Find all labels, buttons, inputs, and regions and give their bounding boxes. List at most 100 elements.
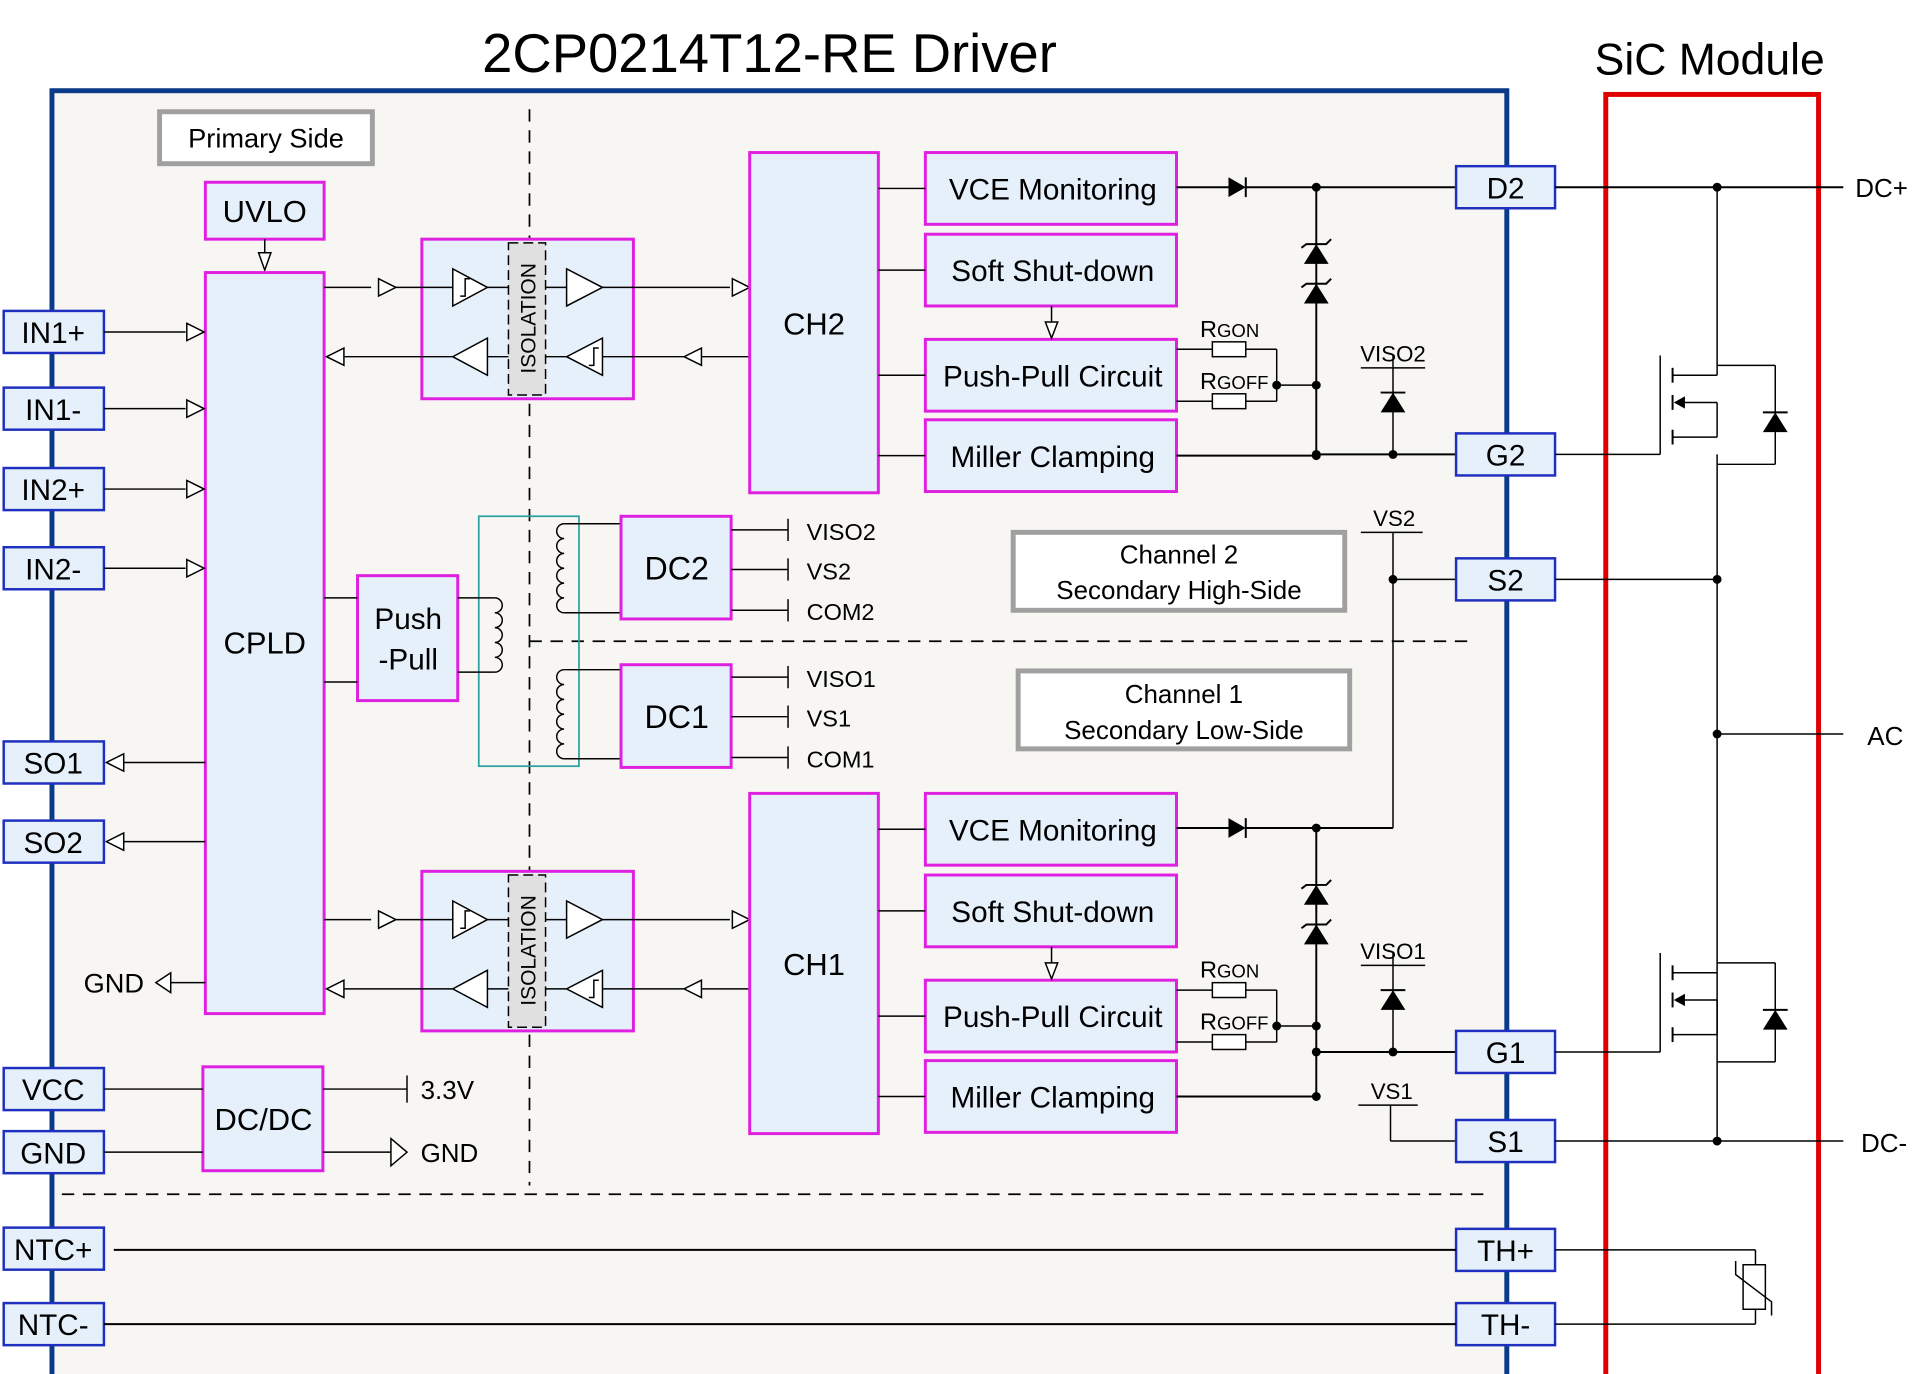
pin-label: IN1- (25, 394, 81, 427)
connector-pin-in1-plus[interactable]: IN1+ (2, 309, 106, 355)
pin-label: D2 (1487, 172, 1525, 205)
push-pull-label-2: -Pull (379, 644, 438, 677)
zener-bar (1300, 879, 1332, 890)
transformer-winding (556, 668, 565, 760)
dc2-block (619, 514, 733, 621)
transformer-winding (494, 597, 503, 673)
pin-box[interactable] (2, 819, 106, 864)
isolation-label: ISOLATION (518, 895, 541, 1006)
pin-label: SO1 (23, 748, 82, 781)
arrow-left-icon (682, 346, 703, 367)
pin-box[interactable] (2, 1301, 106, 1347)
zener-diode-icon (1303, 924, 1329, 945)
function-block-label: VCE Monitoring (949, 814, 1157, 847)
connector-pin-vcc[interactable]: VCC (2, 1066, 106, 1112)
connector-pin-s1[interactable]: S1 (1454, 1118, 1557, 1164)
dcdc-gnd-label: GND (421, 1138, 479, 1168)
thermistor-slash (1734, 1261, 1773, 1316)
channel1-note (1015, 668, 1353, 752)
channel2-note (1010, 529, 1348, 613)
pin-label: S2 (1487, 565, 1523, 598)
pin-label: NTC- (18, 1309, 89, 1342)
pin-box[interactable] (2, 1066, 106, 1112)
connector-pin-th-plus[interactable]: TH+ (1454, 1227, 1557, 1273)
connector-pin-th-minus[interactable]: TH- (1454, 1301, 1557, 1347)
isolation-bar (507, 242, 547, 396)
uvlo-block (203, 180, 326, 241)
diode-icon (1762, 1009, 1788, 1030)
zener-bar (1300, 918, 1332, 930)
connector-pin-ntc-minus[interactable]: NTC- (2, 1301, 106, 1347)
connector-pin-so2[interactable]: SO2 (2, 819, 106, 864)
rgon-label: RGON (1200, 957, 1259, 983)
rgon-label: RGON (1200, 316, 1259, 342)
transformer-winding (556, 522, 565, 614)
connector-pin-g1[interactable]: G1 (1454, 1029, 1557, 1075)
pin-box[interactable] (1454, 164, 1557, 210)
junction-dot (1712, 1136, 1722, 1146)
primary-push-pull-block (356, 574, 460, 703)
ch2-push-pull-circuit-block: Push-Pull Circuit (878, 337, 1178, 413)
function-block (923, 337, 1178, 413)
hysteresis-icon (460, 910, 471, 929)
connector-pin-in2-plus[interactable]: IN2+ (2, 466, 106, 512)
pin-label: G1 (1486, 1037, 1526, 1070)
pin-box[interactable] (2, 740, 106, 785)
pin-box[interactable] (2, 1129, 106, 1175)
pin-label: GND (20, 1137, 86, 1170)
connector-pin-in2-minus[interactable]: IN2- (2, 545, 106, 591)
arrow-icon (257, 252, 272, 273)
ch2-label: CH2 (783, 306, 845, 341)
dc1-label: DC1 (645, 699, 709, 735)
connector-pin-ntc-plus[interactable]: NTC+ (2, 1226, 106, 1271)
connector-pin-d2[interactable]: D2 (1454, 164, 1557, 210)
ch1-soft-shut-down-block: Soft Shut-down (878, 873, 1178, 949)
junction-dot (1712, 574, 1722, 584)
transformer-outline (477, 515, 580, 768)
ch1-vce-monitoring-block: VCE Monitoring (878, 791, 1178, 867)
connector-pin-in1-minus[interactable]: IN1- (2, 386, 106, 431)
arrow-left-icon (104, 831, 125, 852)
arrow-left-icon (324, 346, 345, 367)
pin-box[interactable] (2, 1226, 106, 1271)
function-block-label: Miller Clamping (950, 1082, 1155, 1115)
arrow-down-icon (1044, 962, 1059, 982)
pin-box[interactable] (2, 545, 106, 591)
pin-box[interactable] (1454, 1029, 1557, 1075)
hysteresis-icon (588, 979, 599, 999)
pin-label: S1 (1487, 1126, 1523, 1159)
buffer-icon (565, 899, 605, 940)
connector-pin-s2[interactable]: S2 (1454, 557, 1557, 602)
channel2-note-line1: Channel 2 (1120, 539, 1238, 569)
v33-label: 3.3V (421, 1075, 475, 1105)
function-block-label: Soft Shut-down (951, 255, 1154, 288)
ch1-label: CH1 (783, 947, 845, 982)
primary-side-label: Primary Side (188, 123, 344, 154)
function-block (923, 1059, 1178, 1134)
arrow-right-icon (377, 909, 398, 930)
connector-pin-g2[interactable]: G2 (1454, 432, 1557, 477)
vs2-label: VS2 (1373, 506, 1415, 531)
driver-title: 2CP0214T12-RE Driver (482, 23, 1057, 84)
zener-diode-icon (1303, 244, 1329, 264)
pin-label: G2 (1486, 440, 1526, 473)
clamp-label-viso2: VISO2 (1360, 342, 1426, 367)
connector-pin-so1[interactable]: SO1 (2, 740, 106, 785)
pin-box[interactable] (2, 386, 106, 431)
dcdc-label: DC/DC (215, 1102, 313, 1137)
rail-label-vs1: VS1 (807, 706, 851, 732)
connector-pin-gnd[interactable]: GND (2, 1129, 106, 1175)
pin-label: IN2- (25, 553, 81, 586)
pin-box[interactable] (1454, 1118, 1557, 1164)
pin-box[interactable] (2, 309, 106, 355)
cpld-gnd-label: GND (84, 968, 144, 999)
pin-label: NTC+ (14, 1234, 92, 1267)
junction-dot (1311, 451, 1321, 461)
function-block-label: Miller Clamping (950, 441, 1155, 474)
diode-icon (1380, 392, 1406, 413)
ch1-miller-clamping-block: Miller Clamping (878, 1059, 1178, 1134)
function-block-label: Soft Shut-down (951, 896, 1154, 929)
module-title: SiC Module (1595, 36, 1825, 85)
clamp-label-viso1: VISO1 (1360, 939, 1426, 964)
ac-label: AC (1867, 721, 1903, 751)
